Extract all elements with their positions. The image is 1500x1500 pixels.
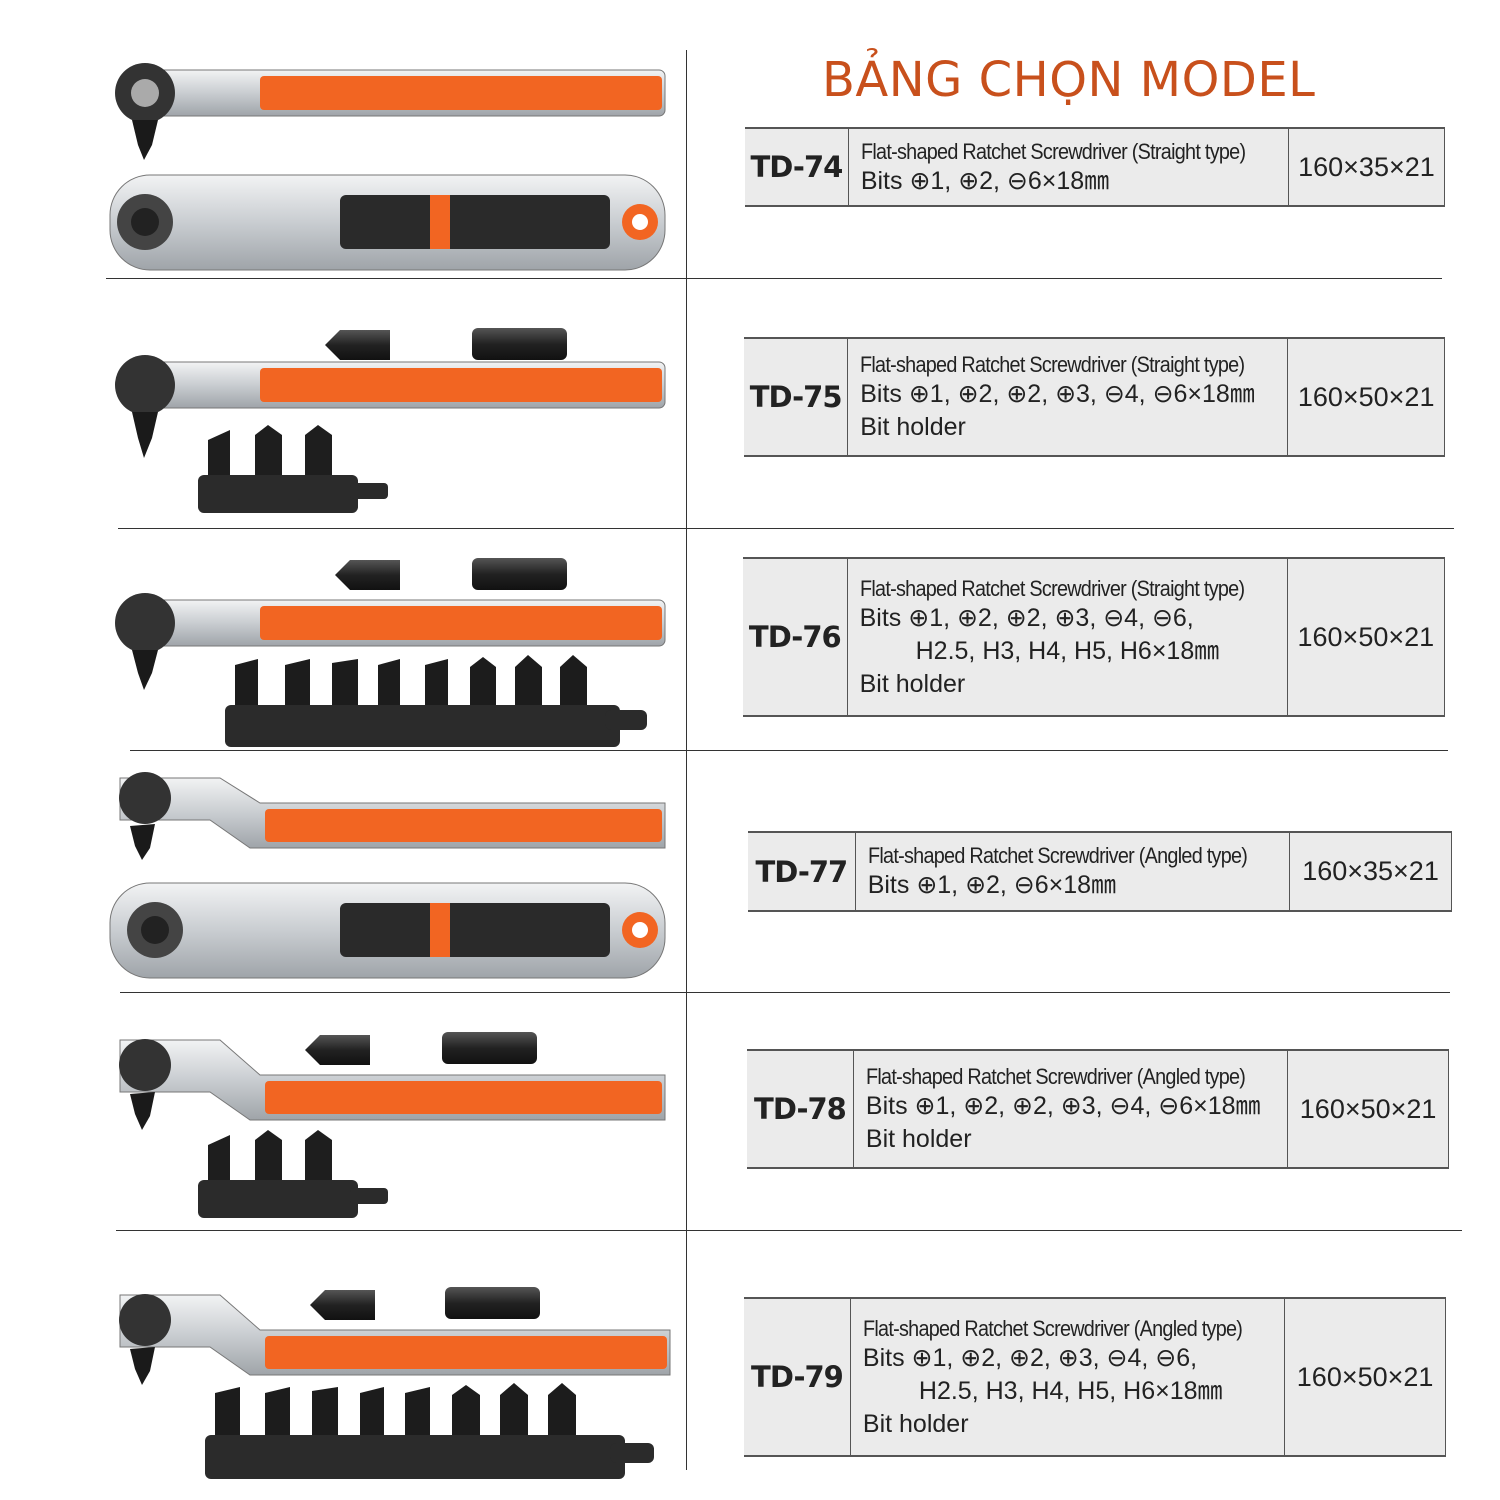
spec-row-td-77: TD-77 Flat-shaped Ratchet Screwdriver (A… (748, 831, 1452, 912)
ratchet-screwdriver-angled-image (119, 1032, 666, 1218)
model-code: TD-77 (748, 833, 856, 910)
model-description: Flat-shaped Ratchet Screwdriver (Straigh… (848, 339, 1289, 455)
spec-row-td-74: TD-74 Flat-shaped Ratchet Screwdriver (S… (745, 127, 1445, 207)
row-divider (116, 1230, 1462, 1231)
model-description: Flat-shaped Ratchet Screwdriver (Angled … (854, 1051, 1289, 1167)
bits-list-continued: H2.5, H3, H4, H5, H6×18㎜ (918, 1376, 1223, 1405)
bits-list-continued: H2.5, H3, H4, H5, H6×18㎜ (915, 636, 1220, 665)
model-code: TD-76 (743, 559, 848, 715)
description-title: Flat-shaped Ratchet Screwdriver (Straigh… (860, 138, 1246, 164)
column-divider (686, 50, 687, 1470)
model-code: TD-74 (745, 129, 849, 205)
description-title: Flat-shaped Ratchet Screwdriver (Angled … (867, 843, 1248, 868)
model-description: Flat-shaped Ratchet Screwdriver (Angled … (851, 1299, 1286, 1455)
dimensions: 160×50×21 (1288, 1051, 1449, 1167)
model-code: TD-79 (744, 1299, 851, 1455)
holder-text: Bit holder (860, 413, 966, 441)
holder-text: Bit holder (865, 1125, 972, 1153)
ratchet-screwdriver-angled-image (109, 772, 666, 979)
dimensions: 160×50×21 (1285, 1299, 1446, 1455)
screwdriver-bit-image (325, 330, 390, 360)
holder-text: Bit holder (862, 1409, 969, 1438)
spec-row-td-78: TD-78 Flat-shaped Ratchet Screwdriver (A… (747, 1049, 1449, 1169)
bit-holder-image (205, 1435, 625, 1479)
row-divider (120, 992, 1450, 993)
row-divider (130, 750, 1448, 751)
bit-holder-image (198, 475, 358, 513)
dimensions: 160×50×21 (1288, 339, 1445, 455)
ratchet-screwdriver-straight-image (109, 63, 666, 271)
bit-holder-image (198, 1180, 358, 1218)
bit-holder-image (225, 705, 620, 747)
description-title: Flat-shaped Ratchet Screwdriver (Angled … (862, 1315, 1243, 1341)
description-title: Flat-shaped Ratchet Screwdriver (Straigh… (859, 575, 1245, 601)
row-divider (106, 278, 1442, 279)
ratchet-screwdriver-straight-image (115, 558, 666, 747)
spec-row-td-75: TD-75 Flat-shaped Ratchet Screwdriver (S… (744, 337, 1445, 457)
description-title: Flat-shaped Ratchet Screwdriver (Straigh… (860, 352, 1245, 377)
page-title: BẢNG CHỌN MODEL (822, 52, 1316, 108)
bits-list: Bits ⊕1, ⊕2, ⊕2, ⊕3, ⊖4, ⊖6, (859, 603, 1194, 632)
row-divider (118, 528, 1454, 529)
ratchet-screwdriver-straight-image (115, 328, 666, 513)
description-title: Flat-shaped Ratchet Screwdriver (Angled … (865, 1064, 1246, 1089)
model-description: Flat-shaped Ratchet Screwdriver (Angled … (856, 833, 1291, 910)
holder-text: Bit holder (859, 669, 966, 698)
model-code: TD-78 (747, 1051, 854, 1167)
model-code: TD-75 (744, 339, 849, 455)
ratchet-screwdriver-angled-image (119, 1287, 671, 1479)
bits-list: Bits ⊕1, ⊕2, ⊕2, ⊕3, ⊖4, ⊖6×18㎜ (860, 380, 1255, 408)
spec-row-td-79: TD-79 Flat-shaped Ratchet Screwdriver (A… (744, 1297, 1446, 1457)
bits-list: Bits ⊕1, ⊕2, ⊕2, ⊕3, ⊖4, ⊖6, (862, 1343, 1198, 1372)
model-description: Flat-shaped Ratchet Screwdriver (Straigh… (849, 129, 1289, 205)
dimensions: 160×35×21 (1290, 833, 1452, 910)
dimensions: 160×50×21 (1288, 559, 1445, 715)
bits-list: Bits ⊕1, ⊕2, ⊖6×18㎜ (867, 871, 1117, 899)
spec-row-td-76: TD-76 Flat-shaped Ratchet Screwdriver (S… (743, 557, 1445, 717)
bits-list: Bits ⊕1, ⊕2, ⊖6×18㎜ (860, 166, 1110, 195)
bits-list: Bits ⊕1, ⊕2, ⊕2, ⊕3, ⊖4, ⊖6×18㎜ (865, 1092, 1261, 1120)
dimensions: 160×35×21 (1289, 129, 1445, 205)
model-description: Flat-shaped Ratchet Screwdriver (Straigh… (848, 559, 1288, 715)
